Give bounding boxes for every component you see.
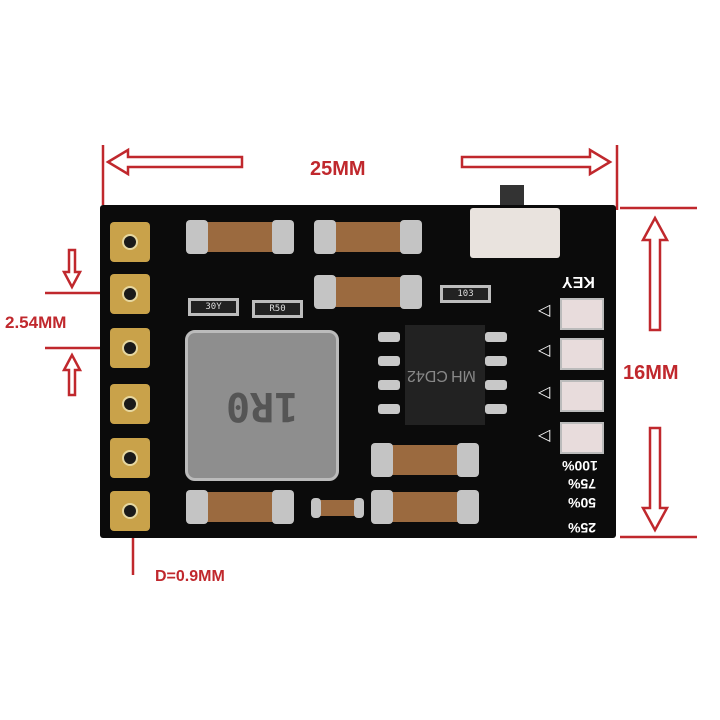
- level-label: 25%: [568, 520, 597, 536]
- right-arrow-icon: [460, 147, 613, 177]
- resistor: R50: [252, 300, 303, 318]
- pin-pad: [110, 274, 150, 314]
- led-indicator: [560, 298, 604, 330]
- level-label: 75%: [568, 476, 597, 492]
- led-indicator: [560, 380, 604, 412]
- width-dimension-label: 25MM: [310, 158, 366, 180]
- pitch-dimension-label: 2.54MM: [5, 313, 67, 332]
- pin-pad: [110, 491, 150, 531]
- capacitor: [314, 220, 422, 254]
- left-arrow-icon: [105, 147, 244, 177]
- hole-diameter-label: D=0.9MM: [155, 568, 225, 585]
- down-arrow-icon: [640, 426, 670, 533]
- led-indicator: [560, 338, 604, 370]
- capacitor: [314, 275, 422, 309]
- triangle-icon: ◁: [538, 384, 551, 401]
- capacitor: [186, 220, 294, 254]
- resistor: 103: [440, 285, 491, 303]
- level-label: 50%: [568, 495, 597, 511]
- up-small-arrow-icon: [61, 352, 83, 397]
- key-label: KEY: [562, 273, 595, 290]
- capacitor: [311, 498, 365, 518]
- pin-pad: [110, 222, 150, 262]
- capacitor: [371, 443, 479, 477]
- inductor-marking: 1R0: [225, 382, 299, 429]
- capacitor: [186, 490, 294, 524]
- ic-marking: CD42: [406, 367, 448, 384]
- down-small-arrow-icon: [61, 248, 83, 290]
- resistor: 30Y: [188, 298, 239, 316]
- pin-pad: [110, 384, 150, 424]
- level-label: 100%: [562, 458, 598, 474]
- capacitor: [371, 490, 479, 524]
- slide-switch: [470, 208, 560, 258]
- led-indicator: [560, 422, 604, 454]
- triangle-icon: ◁: [538, 427, 551, 444]
- triangle-icon: ◁: [538, 302, 551, 319]
- pin-pad: [110, 328, 150, 368]
- pin-pad: [110, 438, 150, 478]
- up-arrow-icon: [640, 215, 670, 332]
- height-dimension-label: 16MM: [623, 362, 679, 384]
- ic-marking: MH: [450, 367, 476, 384]
- inductor: 1R0: [185, 330, 339, 481]
- triangle-icon: ◁: [538, 342, 551, 359]
